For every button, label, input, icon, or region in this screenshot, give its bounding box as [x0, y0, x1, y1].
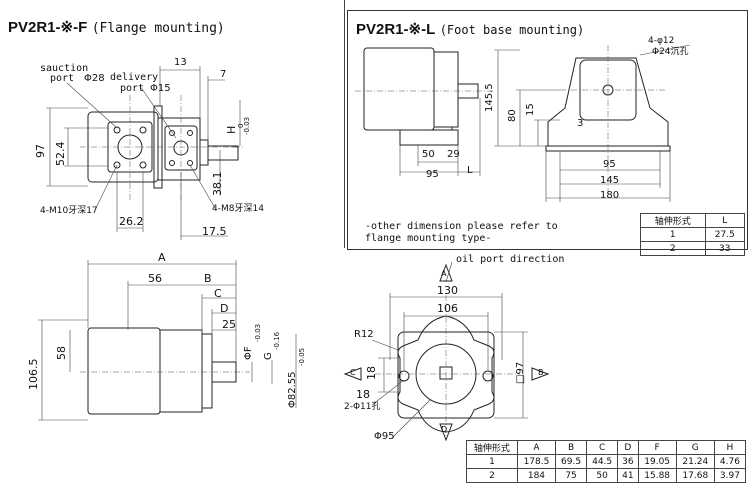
flange-title-desc: (Flange mounting): [91, 21, 225, 36]
table-header-cell: 轴伸形式: [466, 440, 518, 455]
marker-D: D: [441, 425, 448, 434]
dim-95-front: 95: [603, 159, 616, 170]
foot-counterbore-note: Φ24沉孔: [652, 47, 689, 57]
dim-3: 3: [577, 118, 584, 129]
bolt-right-note: 4-M8牙深14: [212, 204, 264, 214]
table-header-cell: C: [586, 440, 619, 455]
flange-title: PV2R1-※-F (Flange mounting): [8, 18, 225, 36]
suction-label-1: sauction: [40, 63, 89, 74]
table-cell: 184: [516, 468, 557, 483]
table-cell: 178.5: [516, 454, 557, 469]
table-header-cell: F: [637, 440, 677, 455]
dim-7: 7: [220, 69, 227, 80]
main-dimension-table: 轴伸形式 A B C D F G H 1 178.5 69.5 44.5 36 …: [466, 440, 747, 483]
table-cell: 41: [617, 468, 639, 483]
table-cell: 21.24: [675, 454, 715, 469]
table-row: 1 178.5 69.5 44.5 36 19.05 21.24 4.76: [466, 454, 747, 469]
foot-title-desc: (Foot base mounting): [439, 23, 585, 37]
table-cell: 4.76: [713, 454, 747, 469]
dim-180: 180: [600, 190, 620, 201]
table-cell: 1: [466, 454, 518, 469]
dim-D: D: [220, 302, 229, 315]
dim-50: 50: [422, 149, 435, 160]
dim-C: C: [214, 287, 222, 300]
suction-label-2: port: [50, 73, 75, 84]
foot-hole-note: 4-φ12: [648, 36, 675, 46]
table-header-cell: H: [713, 440, 747, 455]
dim-25: 25: [222, 318, 236, 331]
table-cell: 36: [617, 454, 639, 469]
dim-R12: R12: [354, 329, 374, 340]
foot-title: PV2R1-※-L (Foot base mounting): [356, 20, 584, 38]
table-cell: 17.68: [675, 468, 715, 483]
table-header-cell: G: [675, 440, 715, 455]
dim-18-vertical: 18: [365, 366, 378, 380]
marker-C: C: [350, 368, 356, 377]
main-table-header: 轴伸形式 A B C D F G H: [466, 440, 747, 455]
table-cell: 19.05: [637, 454, 677, 469]
dim-A: A: [158, 251, 166, 264]
foot-table: 轴伸形式 L 1 27.5 2 33: [640, 213, 746, 256]
foot-note-line-1: -other dimension please refer to: [365, 221, 558, 232]
table-cell: 75: [555, 468, 588, 483]
flange-title-code: PV2R1-※-F: [8, 19, 88, 36]
foot-title-code: PV2R1-※-L: [356, 21, 436, 38]
table-cell: 44.5: [586, 454, 619, 469]
table-cell: 15.88: [637, 468, 677, 483]
dim-26-2: 26.2: [119, 215, 144, 228]
dim-95-side: 95: [426, 169, 439, 180]
dim-L: L: [467, 165, 473, 176]
dim-18-horizontal: 18: [356, 388, 370, 401]
suction-dia: Φ28: [84, 73, 105, 84]
flange-mounting-panel: [0, 0, 345, 248]
table-row: 2 184 75 50 41 15.88 17.68 3.97: [466, 468, 747, 483]
marker-B: B: [538, 368, 544, 377]
dim-95-dia: Φ95: [374, 431, 395, 442]
table-cell: 69.5: [555, 454, 588, 469]
dim-130: 130: [437, 284, 458, 297]
table-cell: 3.97: [713, 468, 747, 483]
dim-13: 13: [174, 57, 187, 68]
table-header-cell: A: [516, 440, 557, 455]
dim-106: 106: [437, 302, 458, 315]
dim-97-square: □97: [515, 361, 526, 384]
table-cell: 2: [466, 468, 518, 483]
dim-17-5: 17.5: [202, 225, 227, 238]
bolt-left-note: 4-M10牙深17: [40, 206, 98, 216]
table-row: 2 33: [640, 241, 746, 256]
marker-A: A: [441, 269, 447, 278]
dim-145: 145: [600, 175, 620, 186]
table-cell: 50: [586, 468, 619, 483]
dim-56: 56: [148, 272, 162, 285]
table-header-cell: B: [555, 440, 588, 455]
table-header-cell: D: [617, 440, 639, 455]
delivery-label-1: delivery: [110, 72, 159, 83]
oil-port-direction-label: oil port direction: [456, 254, 565, 265]
dim-holes: 2-Φ11孔: [344, 402, 381, 412]
delivery-label-2: port: [120, 83, 145, 94]
foot-note-line-2: flange mounting type-: [365, 233, 492, 244]
table-cell: 33: [704, 241, 746, 256]
delivery-dia: Φ15: [150, 83, 171, 94]
dim-B: B: [204, 272, 212, 285]
dim-29: 29: [447, 149, 460, 160]
